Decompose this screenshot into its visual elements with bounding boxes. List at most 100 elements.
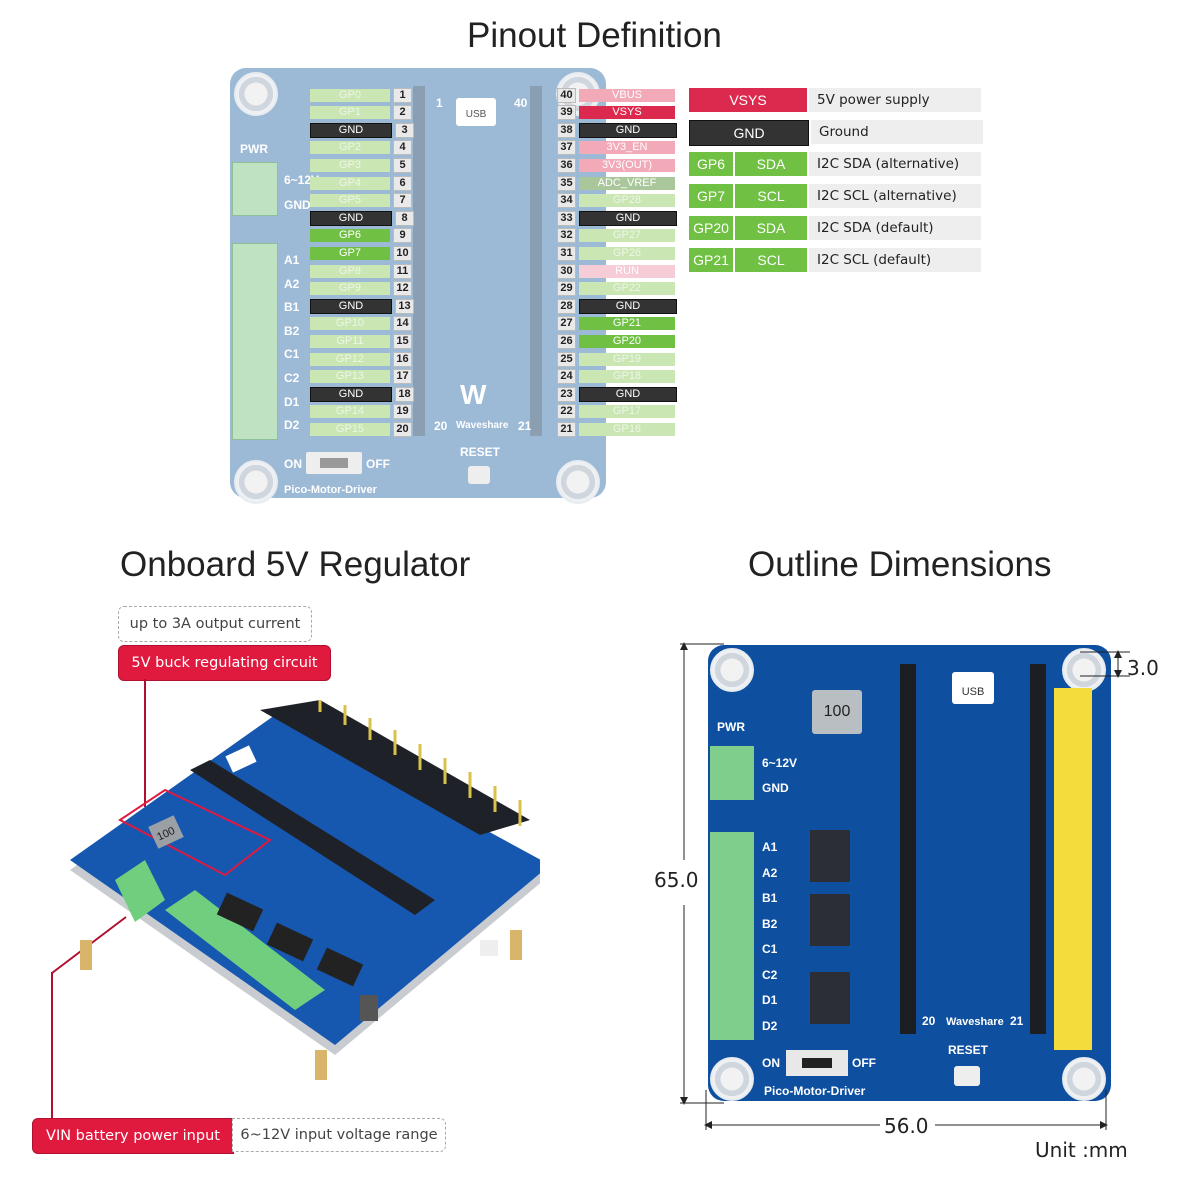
legend-swatch: GND — [689, 120, 809, 146]
pin-number: 5 — [393, 157, 412, 173]
pin-name: GP27 — [579, 229, 675, 243]
pin-number: 9 — [393, 228, 412, 244]
outline-pin-header — [1054, 688, 1092, 1050]
pin-name: GP15 — [310, 422, 390, 436]
buck-highlight-box — [118, 788, 272, 877]
pinout-motor-label: B1 — [284, 300, 300, 315]
standoff-icons — [80, 930, 522, 1080]
driver-chip — [810, 830, 850, 882]
outline-on-label: ON — [762, 1056, 780, 1070]
mount-screw-icon — [1062, 1057, 1106, 1101]
reset-label: RESET — [460, 445, 501, 459]
pin-name: GP22 — [579, 282, 675, 296]
driver-chip — [266, 922, 314, 962]
outline-usb-icon: USB — [952, 672, 994, 704]
regulator-title: Onboard 5V Regulator — [120, 545, 471, 584]
pin-name: 3V3(OUT) — [579, 158, 675, 172]
on-label: ON — [284, 457, 302, 471]
unit-label: Unit :mm — [1035, 1138, 1128, 1162]
pwr-label: PWR — [240, 142, 268, 156]
pin-number: 23 — [557, 386, 576, 402]
legend-description: I2C SDA (default) — [809, 216, 981, 240]
reset-button[interactable] — [468, 466, 490, 484]
right-header-strip — [530, 86, 542, 436]
buck-circuit-label: 5V buck regulating circuit — [118, 645, 331, 681]
pin-name: GP9 — [310, 282, 390, 296]
pin-name: 3V3_EN — [579, 141, 675, 155]
outline-motor-label: A1 — [762, 840, 778, 854]
pin-number: 32 — [557, 228, 576, 244]
inductor — [148, 815, 184, 849]
legend-swatch: GP21 — [689, 248, 733, 272]
vin-terminal-3d — [115, 860, 165, 922]
motor-terminal-3d — [165, 890, 325, 1010]
pin-number: 37 — [557, 140, 576, 156]
vin-range-tag: 6~12V input voltage range — [232, 1118, 446, 1152]
header-pin20-label: 20 — [434, 419, 448, 433]
pinout-motor-label: C2 — [284, 371, 300, 385]
outline-power-switch[interactable] — [786, 1050, 848, 1076]
pin-name: GP26 — [579, 246, 675, 260]
outline-header-right — [1030, 664, 1046, 1034]
pin-number: 31 — [557, 245, 576, 261]
legend-swatch: GP20 — [689, 216, 733, 240]
driver-chip — [810, 894, 850, 946]
pin-name: GP14 — [310, 405, 390, 419]
mount-screw-icon — [710, 648, 754, 692]
pin-number: 2 — [393, 105, 412, 121]
driver-chip — [316, 947, 364, 987]
legend-description: I2C SDA (alternative) — [809, 152, 981, 176]
pin-number: 18 — [395, 386, 414, 402]
pinout-title: Pinout Definition — [467, 16, 722, 55]
pin-number: 7 — [393, 193, 412, 209]
outline-reset-label: RESET — [948, 1043, 989, 1057]
pin-number: 4 — [393, 140, 412, 156]
thickness-dimension: 3.0 — [1127, 656, 1159, 680]
outline-reset-button[interactable] — [954, 1066, 980, 1086]
legend-swatch: VSYS — [689, 88, 807, 112]
pin-name: ADC_VREF — [579, 176, 675, 190]
pin-number: 21 — [557, 421, 576, 437]
pin-number: 35 — [557, 175, 576, 191]
pin-name: GP7 — [310, 246, 390, 260]
pin-name: GP28 — [579, 194, 675, 208]
power-switch[interactable] — [306, 452, 362, 474]
pin-name: GP3 — [310, 158, 390, 172]
power-switch-3d — [360, 995, 378, 1021]
pin-name: GND — [579, 210, 677, 226]
pin-number: 6 — [393, 175, 412, 191]
board-3d-view: 100 — [70, 700, 540, 1080]
outline-name-label: Pico-Motor-Driver — [764, 1084, 866, 1098]
pin-name: GND — [579, 298, 677, 314]
legend-swatch: GP6 — [689, 152, 733, 176]
pin-number: 28 — [557, 298, 576, 314]
pin-name: RUN — [579, 264, 675, 278]
pin-number: 16 — [393, 351, 412, 367]
pin-name: GND — [579, 386, 677, 402]
pin-name: GP6 — [310, 229, 390, 243]
pin-number: 17 — [393, 369, 412, 385]
outline-pin21-label: 21 — [1010, 1014, 1024, 1028]
pin-number: 15 — [393, 333, 412, 349]
board-name-label: Pico-Motor-Driver — [284, 484, 377, 496]
